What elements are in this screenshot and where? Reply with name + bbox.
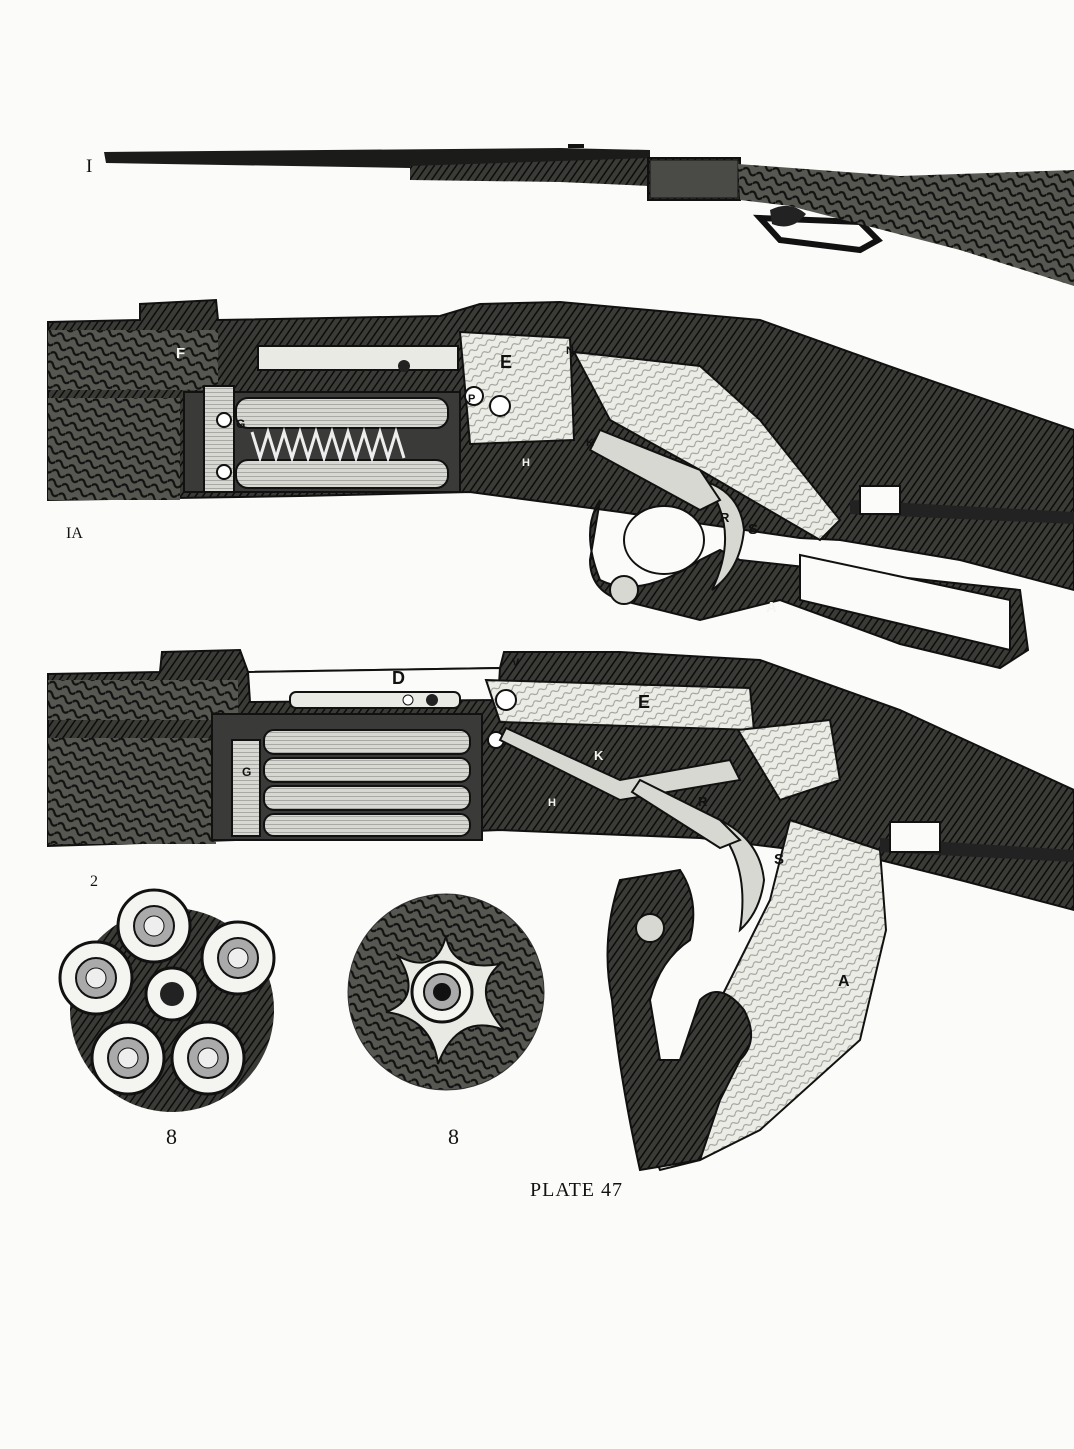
part-S-1a: S [748,521,758,538]
figure-2-cutaway [47,648,1074,1172]
section-number-right: 8 [448,1124,459,1149]
part-A-2: A [838,973,850,990]
part-N-1a: N [566,345,574,357]
part-A-1a: A [766,599,777,616]
cartridge-rounds [58,888,276,1096]
part-G-1a: G [236,417,245,431]
part-D-2: D [392,668,405,688]
figure-2-label: 2 [90,873,98,890]
part-E-1a: E [500,352,512,372]
figure-1-label: I [86,156,92,177]
section-8-cartridges [58,888,276,1112]
part-G-2: G [242,765,251,779]
part-R-1a: R [720,510,730,525]
part-K-1a: K [586,437,594,449]
figure-1a-cutaway [47,298,1074,670]
section-8-spool [347,893,545,1091]
part-S-2: S [774,851,784,868]
plate-caption: PLATE 47 [530,1179,623,1201]
part-R-2: R [698,794,708,809]
part-F-1a: F [176,345,185,362]
part-H-2: H [548,797,556,809]
part-V-2: V [512,657,520,669]
part-K-2: K [594,748,604,763]
part-H-1a: H [522,457,530,469]
figure-1-rifle [104,144,1074,286]
figure-1a-label: IA [66,525,83,542]
section-number-left: 8 [166,1124,177,1149]
part-P-1a: P [468,393,475,405]
part-E-2: E [638,692,650,712]
